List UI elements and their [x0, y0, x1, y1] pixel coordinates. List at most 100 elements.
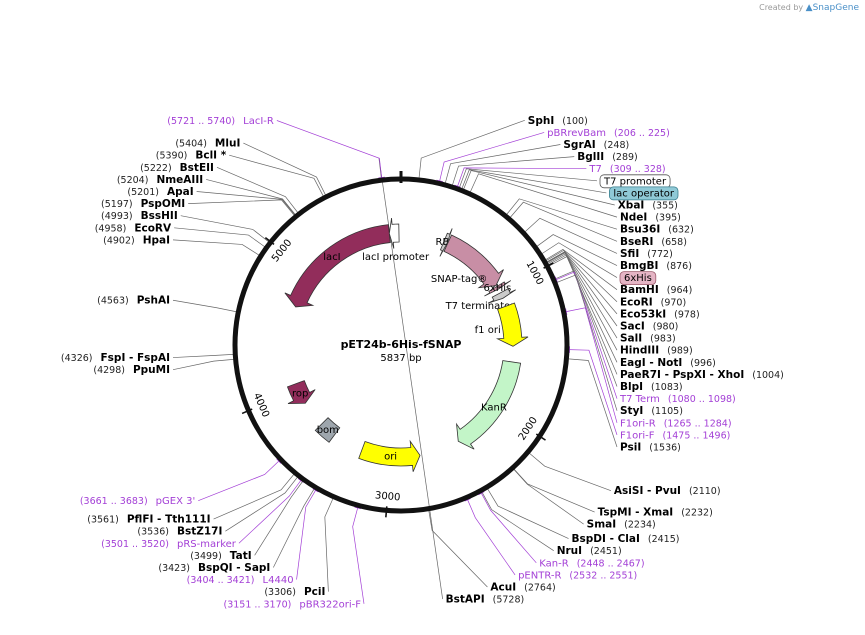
leader-line	[469, 173, 618, 218]
leader-line	[467, 499, 516, 576]
primer-name: L4440	[263, 575, 294, 586]
tick-mark	[535, 433, 546, 441]
enzyme-site-position: (983)	[650, 334, 676, 345]
leader-line	[556, 274, 618, 411]
feature-bom	[314, 417, 341, 443]
primer-name: pGEX 3'	[156, 496, 196, 507]
leader-line	[172, 239, 260, 256]
leader-line	[524, 217, 618, 254]
leader-line	[506, 198, 618, 230]
primer-range: (3151 .. 3170)	[224, 599, 292, 610]
enzyme-site-name: HindIII	[620, 345, 659, 357]
enzyme-site-name: SalI	[620, 333, 642, 345]
feature-label: bom	[317, 425, 339, 436]
leader-line	[254, 481, 304, 556]
enzyme-site-name: BstAPI	[446, 594, 485, 606]
feature-laci-promoter	[388, 217, 400, 249]
leader-line	[480, 492, 537, 564]
enzyme-site-name: BamHI	[620, 284, 659, 296]
enzyme-site-position: (2110)	[689, 486, 721, 497]
enzyme-site-position: (100)	[562, 116, 588, 127]
leader-line	[352, 507, 365, 604]
primer-range: (2532 .. 2551)	[569, 570, 637, 581]
primer-name: pENTR-R	[518, 570, 561, 581]
enzyme-site-position: (970)	[661, 297, 687, 308]
snapgene-logo-icon: ▲	[805, 3, 813, 13]
leader-line	[546, 251, 618, 327]
enzyme-site-name: SfiI	[620, 248, 639, 260]
enzyme-site-position: (4958)	[95, 223, 127, 234]
enzyme-site-position: (978)	[674, 309, 700, 320]
enzyme-site-name: EcoRV	[134, 222, 172, 234]
leader-line	[229, 154, 324, 197]
enzyme-site-position: (2764)	[524, 583, 556, 594]
leader-line	[545, 249, 618, 290]
leader-line	[510, 201, 618, 242]
leader-line	[463, 170, 615, 206]
enzyme-site-name: SgrAI	[563, 139, 595, 151]
primer-range: (1475 .. 1496)	[662, 430, 730, 441]
leader-line	[188, 199, 295, 216]
leader-line	[568, 358, 618, 448]
watermark-brand: SnapGene	[812, 3, 859, 13]
enzyme-site-position: (3423)	[158, 563, 190, 574]
primer-name: pBR322ori-F	[299, 599, 361, 610]
enzyme-site-name: AsiSI - PvuI	[614, 485, 681, 497]
enzyme-site-position: (4298)	[93, 365, 125, 376]
snapgene-watermark: Created by ▲SnapGene	[759, 3, 859, 13]
tick-label: 3000	[374, 490, 400, 503]
watermark-prefix: Created by	[759, 3, 804, 12]
tick-mark	[264, 236, 275, 246]
enzyme-site-name: BstZ17I	[177, 526, 222, 538]
leader-line	[276, 120, 383, 179]
leader-line	[481, 492, 554, 552]
enzyme-site-position: (3561)	[87, 515, 119, 526]
leader-line	[536, 234, 618, 266]
enzyme-site-name: BmgBI	[620, 260, 658, 272]
leader-line	[174, 227, 265, 248]
leader-line	[548, 254, 618, 363]
primer-name: F1ori-R	[620, 418, 656, 429]
enzyme-site-position: (5728)	[493, 595, 525, 606]
primer-range: (3661 .. 3683)	[80, 496, 148, 507]
leader-line	[565, 307, 618, 423]
enzyme-site-position: (1105)	[651, 406, 683, 417]
leader-line	[198, 460, 280, 501]
enzyme-site-name: NmeAIII	[156, 174, 203, 186]
plasmid-name: pET24b-6His-fSNAP	[341, 338, 462, 351]
enzyme-site-position: (248)	[604, 140, 630, 151]
enzyme-site-position: (3536)	[137, 527, 169, 538]
enzyme-site-position: (2415)	[648, 534, 680, 545]
primer-name: LacI-R	[243, 116, 274, 127]
primer-name: T7 Term	[619, 394, 660, 405]
leader-line	[273, 488, 315, 568]
enzyme-site-name: MluI	[215, 138, 240, 150]
tick-label: 1000	[523, 259, 545, 287]
enzyme-site-position: (5404)	[175, 139, 207, 150]
enzyme-site-name: PspOMI	[141, 198, 186, 210]
enzyme-site-position: (772)	[647, 249, 673, 260]
enzyme-site-name: BspDI - ClaI	[572, 533, 640, 545]
enzyme-site-position: (4902)	[103, 235, 135, 246]
leader-line	[549, 256, 618, 375]
leader-line	[546, 250, 618, 303]
primer-range: (309 .. 328)	[610, 164, 666, 175]
leader-line	[428, 510, 488, 588]
enzyme-site-position: (2232)	[681, 508, 713, 519]
leader-line	[225, 477, 298, 532]
leader-line	[444, 144, 561, 184]
feature-f1-ori	[495, 302, 529, 347]
enzyme-site-name: Bsu36I	[620, 224, 660, 236]
leader-line	[206, 179, 296, 215]
leader-line	[568, 349, 618, 436]
feature-label: f1 ori	[475, 325, 501, 336]
enzyme-site-name: Eco53kI	[620, 308, 666, 320]
label-connector-lines	[172, 119, 618, 604]
enzyme-site-position: (355)	[652, 201, 678, 212]
enzyme-site-position: (996)	[690, 358, 716, 369]
feature-label: lacI	[323, 252, 340, 263]
feature-6xhis	[484, 280, 512, 297]
enzyme-site-position: (632)	[668, 225, 694, 236]
primer-range: (2448 .. 2467)	[577, 558, 645, 569]
feature-ori	[358, 439, 421, 472]
